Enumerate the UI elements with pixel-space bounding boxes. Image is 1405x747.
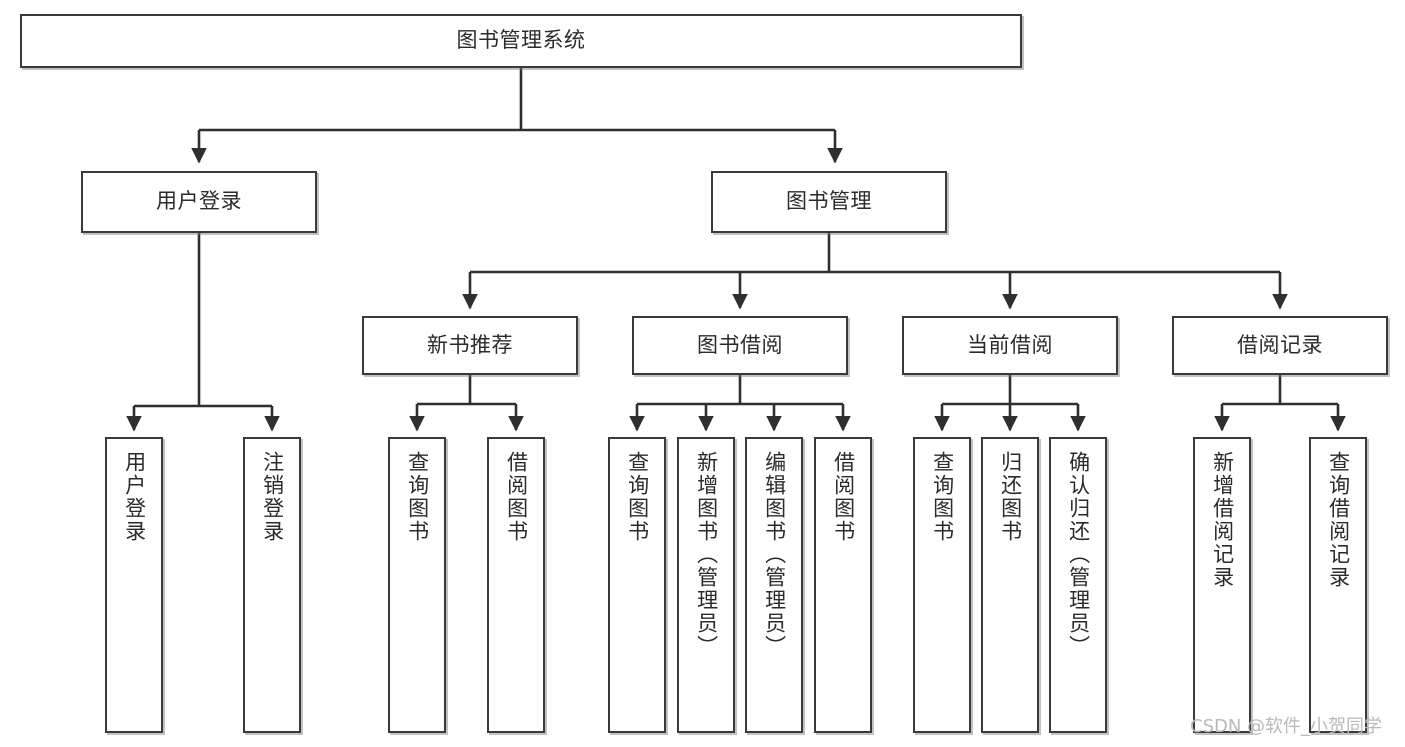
node-new-book-recommendation-label: 新书推荐 [427, 332, 513, 357]
node-root[interactable]: 图书管理系统 [20, 14, 1022, 68]
leaf-logout[interactable]: 注销登录 [243, 437, 301, 733]
leaf-confirm-return-admin-label: 确认归还（管理员） [1066, 451, 1091, 658]
leaf-user-login-label: 用户登录 [122, 451, 147, 543]
leaf-edit-book-admin[interactable]: 编辑图书（管理员） [745, 437, 803, 733]
leaf-search-borrow-record-label: 查询借阅记录 [1326, 451, 1351, 589]
node-book-management-label: 图书管理 [786, 189, 872, 214]
leaf-add-borrow-record-label: 新增借阅记录 [1210, 451, 1235, 589]
node-current-borrowing[interactable]: 当前借阅 [902, 316, 1118, 375]
node-borrow-records-label: 借阅记录 [1237, 332, 1323, 357]
node-new-book-recommendation[interactable]: 新书推荐 [362, 316, 578, 375]
leaf-borrow-book-recommendation-label: 借阅图书 [504, 451, 529, 543]
node-user-login-label: 用户登录 [156, 189, 242, 214]
node-book-borrowing[interactable]: 图书借阅 [632, 316, 848, 375]
leaf-logout-label: 注销登录 [260, 451, 285, 543]
node-book-borrowing-label: 图书借阅 [697, 332, 783, 357]
leaf-edit-book-admin-label: 编辑图书（管理员） [762, 451, 787, 658]
leaf-add-book-admin-label: 新增图书（管理员） [694, 451, 719, 658]
leaf-return-book-label: 归还图书 [998, 451, 1023, 543]
leaf-return-book[interactable]: 归还图书 [981, 437, 1039, 733]
leaf-confirm-return-admin[interactable]: 确认归还（管理员） [1049, 437, 1107, 733]
node-borrow-records[interactable]: 借阅记录 [1172, 316, 1388, 375]
node-current-borrowing-label: 当前借阅 [967, 332, 1053, 357]
leaf-borrow-book[interactable]: 借阅图书 [814, 437, 872, 733]
leaf-borrow-book-label: 借阅图书 [831, 451, 856, 543]
leaf-search-book-current-label: 查询图书 [930, 451, 955, 543]
node-book-management[interactable]: 图书管理 [711, 171, 947, 233]
leaf-borrow-book-recommendation[interactable]: 借阅图书 [487, 437, 545, 733]
leaf-add-borrow-record[interactable]: 新增借阅记录 [1193, 437, 1251, 733]
leaf-user-login[interactable]: 用户登录 [105, 437, 163, 733]
leaf-search-book-recommendation-label: 查询图书 [405, 451, 430, 543]
leaf-search-book-borrowing[interactable]: 查询图书 [608, 437, 666, 733]
node-user-login[interactable]: 用户登录 [81, 171, 317, 233]
leaf-search-book-borrowing-label: 查询图书 [625, 451, 650, 543]
watermark-text: CSDN @软件_小贺同学 [1190, 716, 1383, 737]
node-root-label: 图书管理系统 [456, 28, 586, 53]
leaf-search-book-current[interactable]: 查询图书 [913, 437, 971, 733]
leaf-search-borrow-record[interactable]: 查询借阅记录 [1309, 437, 1367, 733]
leaf-search-book-recommendation[interactable]: 查询图书 [388, 437, 446, 733]
leaf-add-book-admin[interactable]: 新增图书（管理员） [677, 437, 735, 733]
